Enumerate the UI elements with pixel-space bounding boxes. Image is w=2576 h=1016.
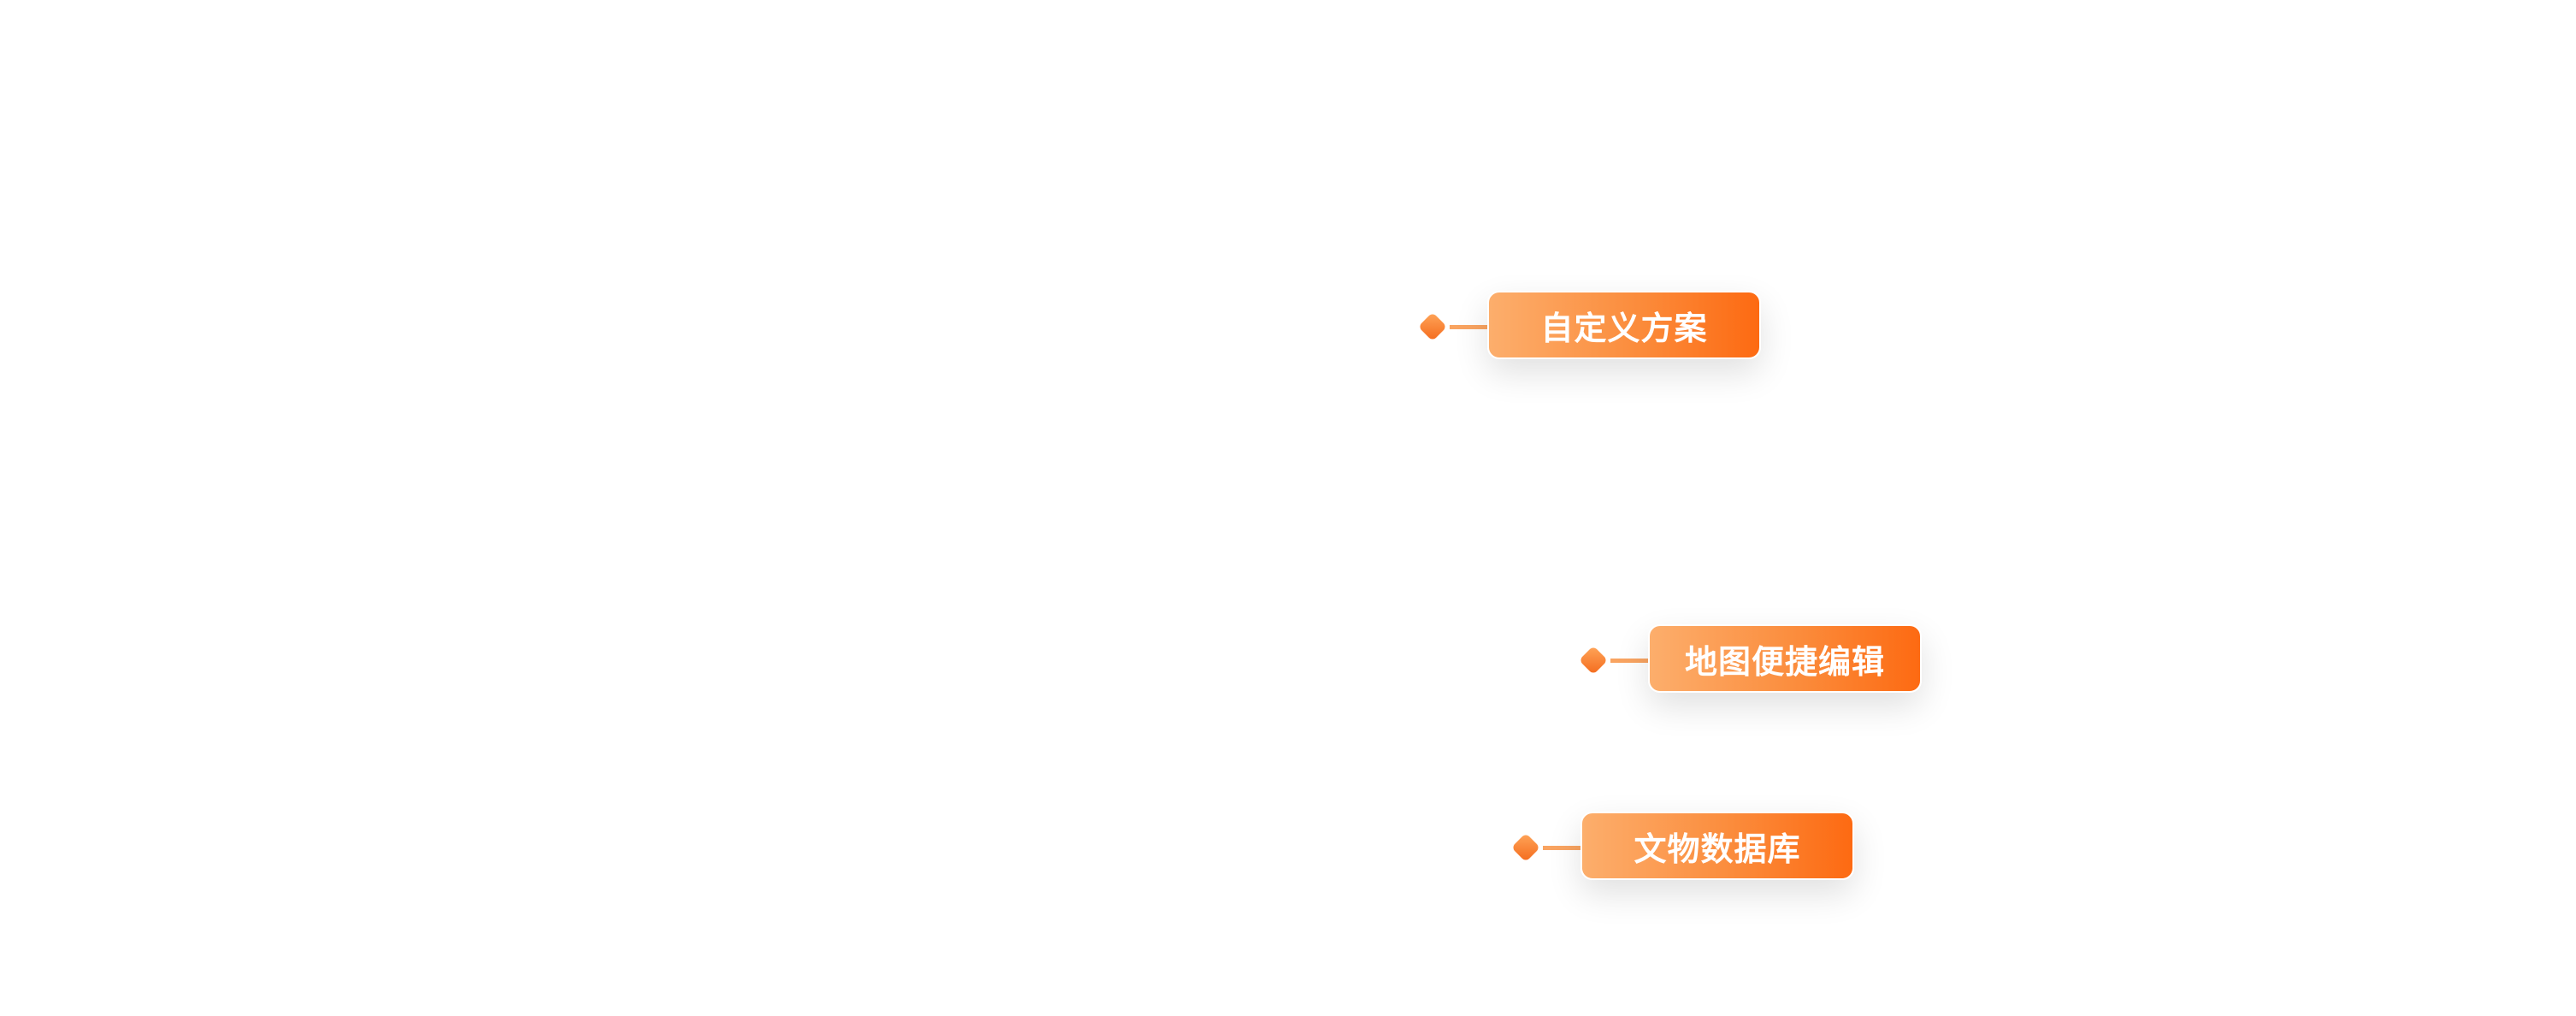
connector-line xyxy=(1610,659,1648,663)
feature-label[interactable]: 文物数据库 xyxy=(1580,812,1854,880)
feature-label[interactable]: 地图便捷编辑 xyxy=(1648,624,1922,693)
connector-line xyxy=(1450,325,1487,329)
diamond-marker-icon xyxy=(1511,833,1540,862)
diamond-marker-icon xyxy=(1418,312,1447,341)
diamond-marker-icon xyxy=(1579,646,1608,675)
feature-label[interactable]: 自定义方案 xyxy=(1487,291,1761,359)
connector-line xyxy=(1543,846,1580,850)
